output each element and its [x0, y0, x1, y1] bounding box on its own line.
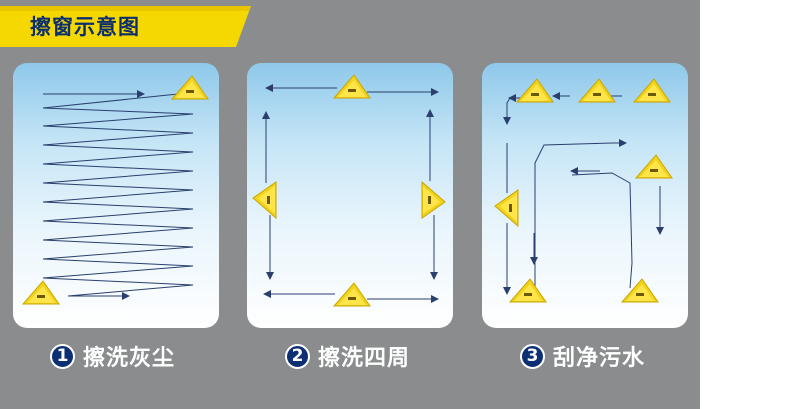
- squeegee-path-diagram: [494, 78, 673, 303]
- perimeter-path-diagram: [252, 74, 446, 307]
- wiper-icon: [22, 280, 60, 305]
- panel-step-2: [247, 63, 453, 328]
- step-number-badge: 3: [520, 343, 545, 369]
- wiper-icon: [171, 75, 209, 100]
- wiper-icon: [494, 189, 519, 227]
- wiper-icon: [635, 154, 673, 179]
- caption-step-1: 1 擦洗灰尘: [50, 341, 175, 371]
- wiper-icon: [633, 78, 671, 103]
- banner-shape: [0, 6, 251, 47]
- page-title: 擦窗示意图: [30, 15, 140, 39]
- zigzag-path-diagram: [22, 75, 209, 305]
- wiper-icon: [509, 278, 547, 303]
- step-number-badge: 1: [50, 343, 75, 369]
- wiper-icon: [333, 282, 371, 307]
- wiper-icon: [621, 278, 659, 303]
- title-banner: 擦窗示意图: [0, 0, 251, 47]
- wiper-icon: [516, 78, 554, 103]
- wiper-icon: [421, 181, 446, 219]
- step-label: 擦洗灰尘: [83, 346, 176, 371]
- wiper-icon: [333, 74, 371, 99]
- caption-step-2: 2 擦洗四周: [285, 341, 410, 371]
- wiper-icon: [578, 78, 616, 103]
- step-number-badge: 2: [285, 343, 310, 369]
- wiper-icon: [252, 181, 277, 219]
- diagram-stage: 擦窗示意图: [0, 0, 700, 409]
- step-label: 刮净污水: [553, 346, 646, 371]
- panel-step-1: [13, 63, 219, 328]
- panel-step-3: [482, 63, 688, 328]
- caption-step-3: 3 刮净污水: [520, 341, 645, 371]
- step-label: 擦洗四周: [318, 346, 411, 371]
